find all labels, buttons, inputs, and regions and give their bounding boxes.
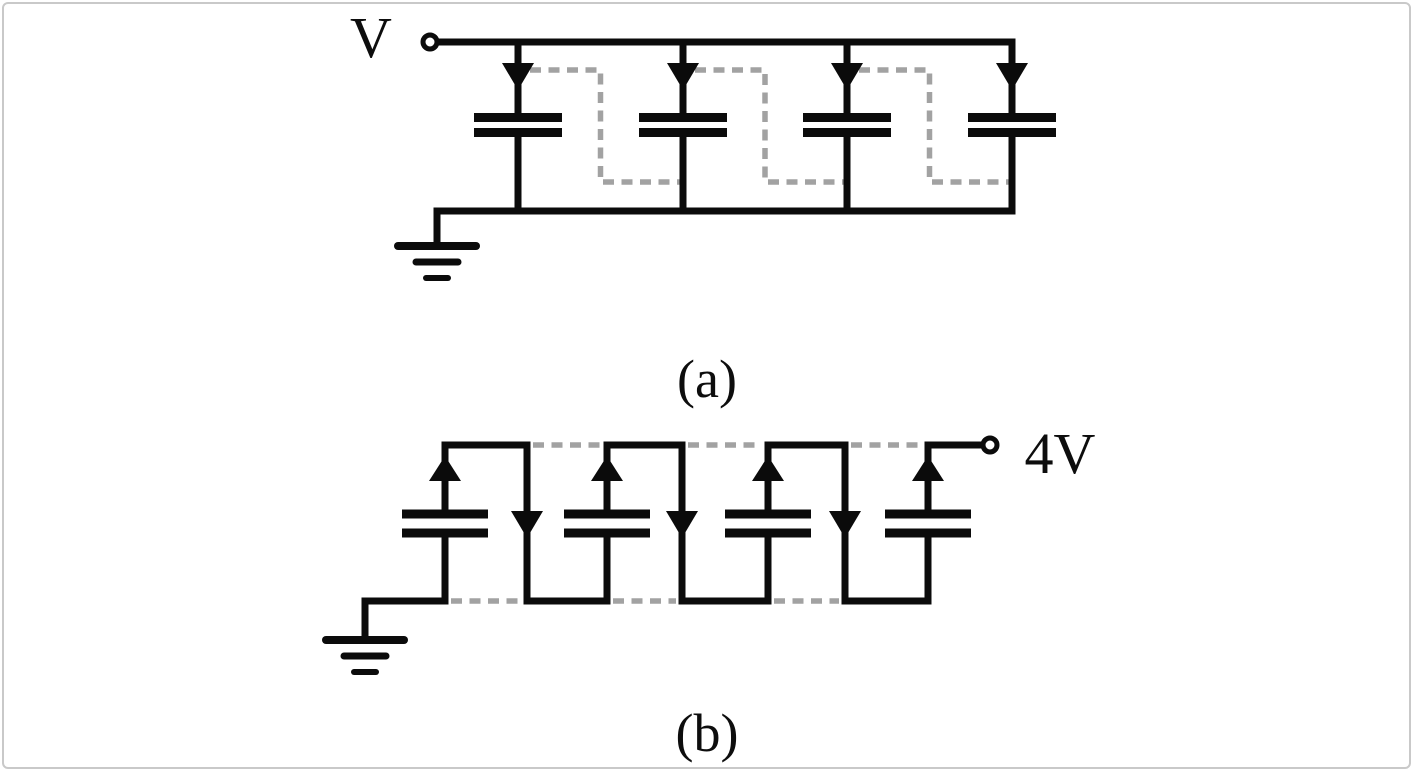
terminal-node xyxy=(980,435,1000,455)
dashed-series-link xyxy=(530,67,683,185)
current-arrow-down-icon xyxy=(996,63,1028,90)
circuit-a-caption: (a) xyxy=(677,349,737,409)
current-arrow-down-icon xyxy=(502,63,534,90)
current-arrow-down-icon xyxy=(511,511,543,538)
capacitor-symbol xyxy=(639,113,727,137)
circuit-b xyxy=(322,435,1000,675)
current-arrow-up-icon xyxy=(591,456,623,481)
current-arrow-down-icon xyxy=(666,511,698,538)
capacitor-symbol xyxy=(474,113,562,137)
capacitor-symbol xyxy=(564,509,650,538)
capacitor-symbol xyxy=(803,113,891,137)
terminal-node xyxy=(420,32,440,52)
input-voltage-label: V xyxy=(350,5,392,70)
circuit-a xyxy=(394,32,1056,281)
current-arrow-down-icon xyxy=(667,63,699,90)
wire xyxy=(433,137,1016,243)
capacitor-symbol xyxy=(885,509,971,538)
current-arrow-up-icon xyxy=(912,456,944,481)
capacitor-symbol xyxy=(968,113,1056,137)
dashed-series-link xyxy=(695,67,847,185)
circuit-b-caption: (b) xyxy=(675,703,739,763)
current-arrow-down-icon xyxy=(829,511,861,538)
ground-symbol-icon xyxy=(394,242,480,281)
wire xyxy=(361,535,449,637)
ground-symbol-icon xyxy=(322,636,408,675)
capacitor-symbol xyxy=(402,509,488,538)
current-arrow-down-icon xyxy=(831,63,863,90)
wire xyxy=(924,441,982,512)
dashed-series-link xyxy=(859,67,1012,185)
current-arrow-up-icon xyxy=(752,456,784,481)
output-voltage-label: 4V xyxy=(1024,421,1096,486)
capacitor-symbol xyxy=(725,509,811,538)
current-arrow-up-icon xyxy=(429,456,461,481)
